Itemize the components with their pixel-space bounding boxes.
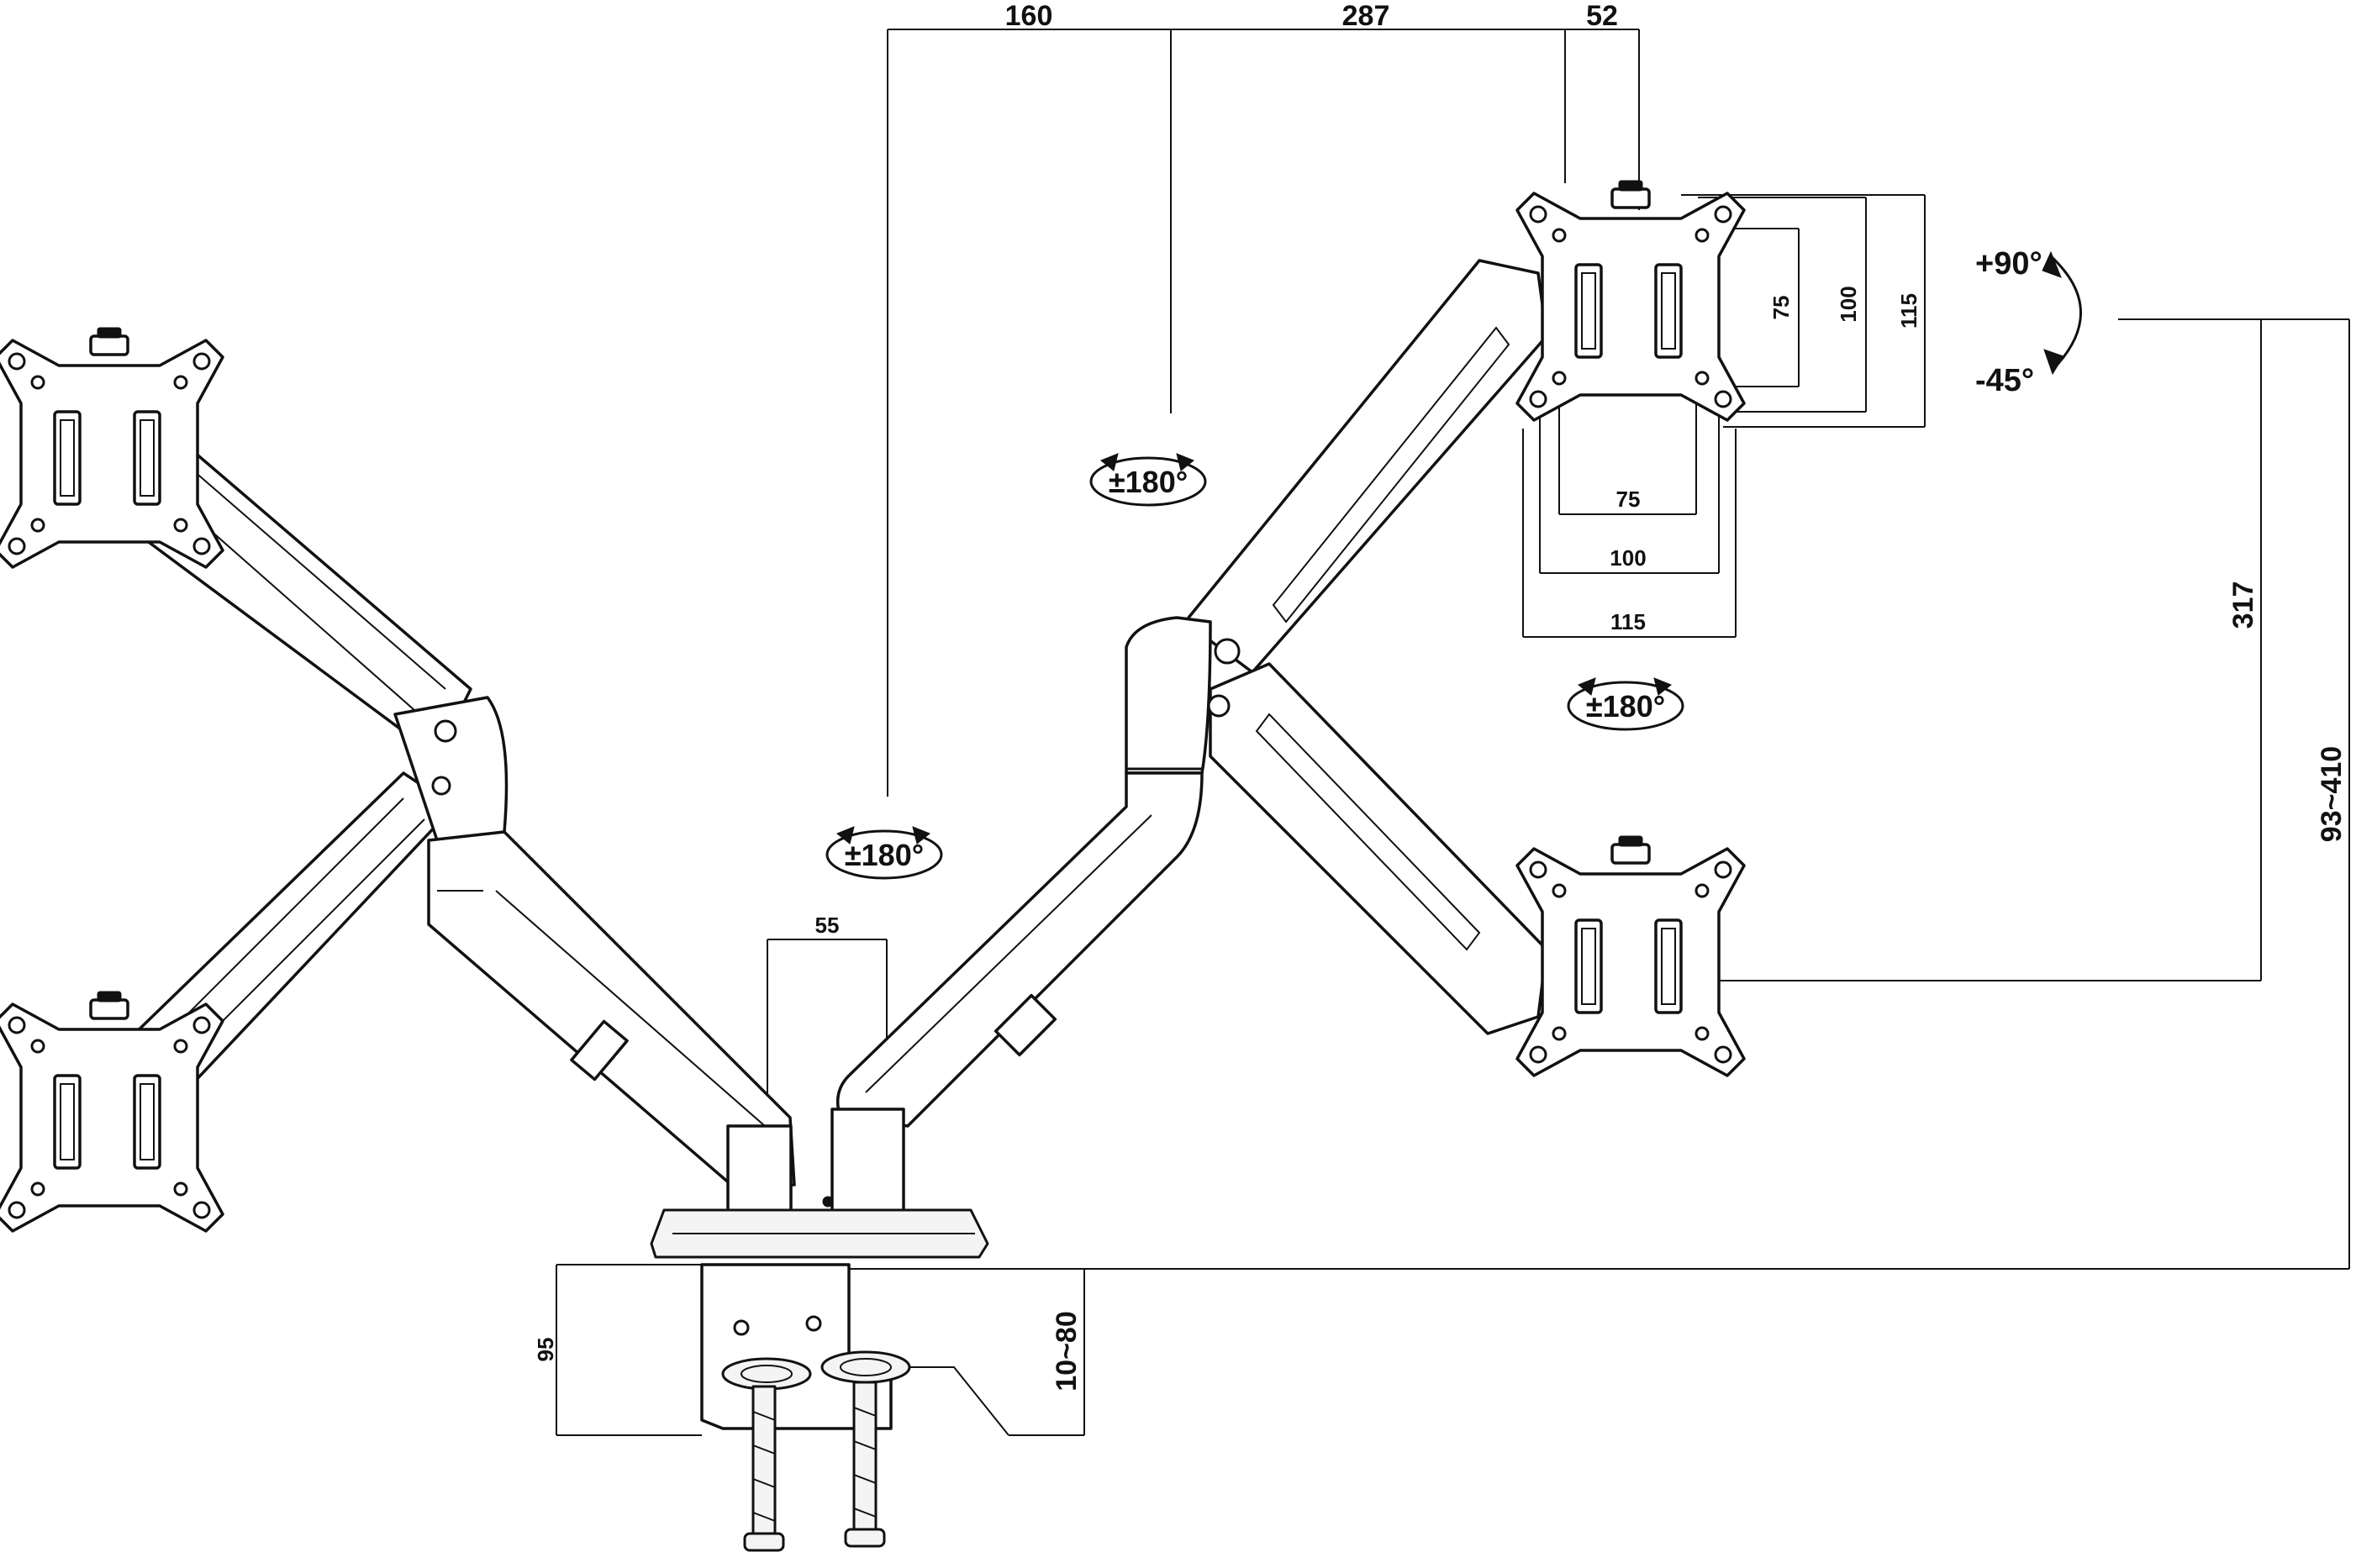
dimension-labels: 160 287 52 75 100 115 75 100 115 317 93~…	[533, 0, 2348, 1392]
dim-55: 55	[815, 913, 840, 938]
vesa-plate-top-right	[1515, 179, 1746, 422]
vesa-plate-top-left	[0, 326, 224, 569]
swivel-right: ±180°	[1567, 677, 1684, 731]
dim-317: 317	[2227, 581, 2259, 629]
tilt-up-label: +90°	[1975, 246, 2042, 282]
base-and-clamp	[650, 1196, 989, 1552]
right-arm-assembly	[830, 259, 1548, 1220]
rotation-indicators: +90° -45° ±180° ±180° ±180°	[825, 246, 2082, 880]
dim-95: 95	[533, 1338, 558, 1362]
dim-vesa-115-h: 115	[1610, 609, 1646, 634]
swivel-center: ±180°	[825, 826, 943, 880]
swivel-right-label: ±180°	[1586, 689, 1665, 723]
dim-vesa-75-h: 75	[1616, 487, 1641, 512]
dim-287: 287	[1342, 0, 1390, 32]
dim-vesa-115-v: 115	[1896, 293, 1921, 329]
dim-10-80: 10~80	[1051, 1311, 1083, 1392]
vesa-plate-bottom-left	[0, 990, 224, 1233]
vesa-plate-bottom-right	[1515, 834, 1746, 1077]
dim-160: 160	[1005, 0, 1053, 32]
dim-52: 52	[1586, 0, 1618, 32]
swivel-center-label: ±180°	[845, 838, 924, 872]
dim-vesa-75-v: 75	[1768, 296, 1794, 320]
left-arm-assembly	[124, 435, 796, 1220]
tilt-arrow-icon	[2049, 255, 2082, 371]
dim-vesa-100-h: 100	[1610, 545, 1646, 571]
swivel-upper-label: ±180°	[1109, 465, 1188, 499]
dim-93-410: 93~410	[2316, 746, 2348, 842]
tilt-down-label: -45°	[1975, 363, 2034, 398]
swivel-upper: ±180°	[1089, 453, 1207, 507]
dim-vesa-100-v: 100	[1836, 286, 1861, 322]
